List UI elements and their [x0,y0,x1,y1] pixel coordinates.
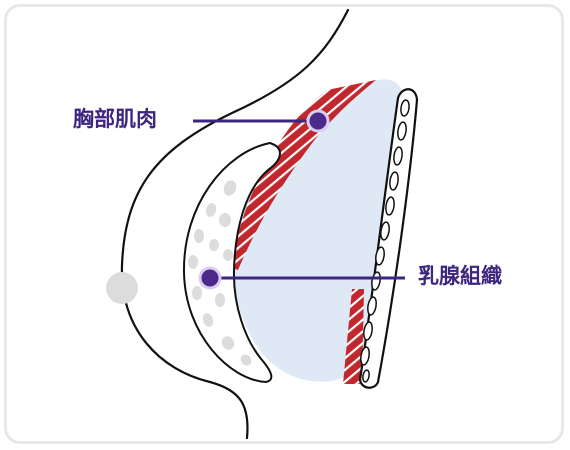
gland-marker [198,266,222,290]
nipple [106,272,138,304]
body-outline [120,8,350,440]
pectoral-muscle-label: 胸部肌肉 [73,107,157,131]
mammary-gland-label: 乳腺組織 [418,264,502,288]
rib-cells [360,99,410,383]
implant-dots [188,180,252,366]
pectoral-muscle-lower [343,289,364,384]
muscle-marker [306,109,330,133]
